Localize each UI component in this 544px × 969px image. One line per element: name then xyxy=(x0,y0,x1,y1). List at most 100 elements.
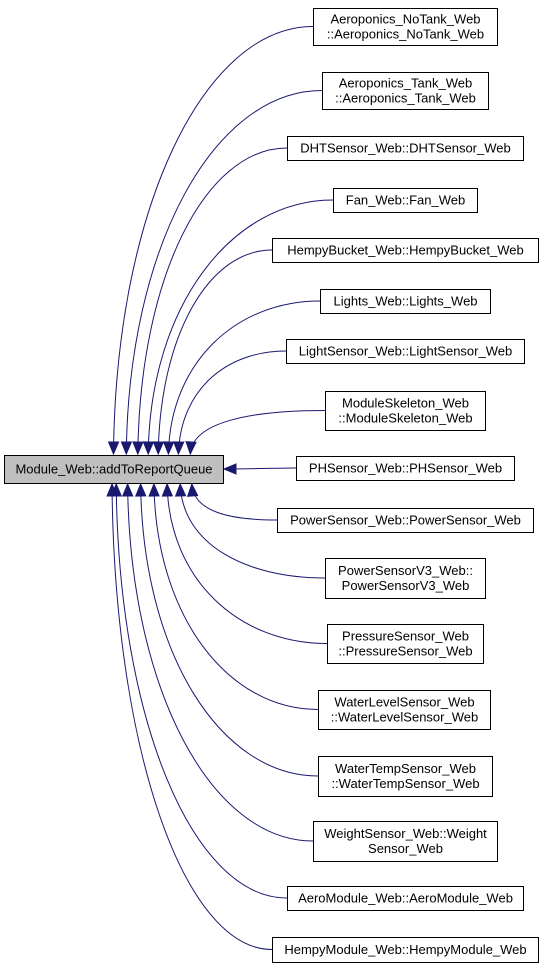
edge-line xyxy=(115,483,288,899)
edge-arrowhead xyxy=(152,441,165,456)
caller-node-moduleskeleton-web-moduleskeleton-web-box xyxy=(325,391,486,431)
caller-node-hempymodule-web-hempymodule-web-label: HempyModule_Web::HempyModule_Web xyxy=(284,942,526,957)
edge-line xyxy=(153,483,319,710)
caller-node-powersensorv3-web-powersensorv3-web[interactable]: PowerSensorV3_Web::PowerSensorV3_Web xyxy=(325,558,486,599)
caller-node-waterlevelsensor-web-waterlevelsensor-web-box xyxy=(318,690,491,730)
caller-node-lights-web-lights-web[interactable]: Lights_Web::Lights_Web xyxy=(320,289,491,314)
caller-node-phsensor-web-phsensor-web-box xyxy=(296,456,515,481)
edge-line xyxy=(125,90,323,455)
edge-arrowhead xyxy=(132,441,144,456)
edge-to-root xyxy=(173,350,287,456)
caller-node-hempymodule-web-hempymodule-web-box xyxy=(272,937,539,963)
caller-node-lightsensor-web-lightsensor-web-box xyxy=(286,339,525,364)
root-node-module-web-addtoreportqueue-label: Module_Web::addToReportQueue xyxy=(15,462,212,477)
edge-to-root xyxy=(162,300,321,456)
caller-node-powersensor-web-powersensor-web-box xyxy=(277,508,534,533)
caller-node-powersensorv3-web-powersensorv3-web-label: PowerSensorV3_Web xyxy=(342,578,470,593)
caller-node-weightsensor-web-weight-sensor-web-label: Sensor_Web xyxy=(368,841,443,856)
edge-line xyxy=(140,483,319,777)
caller-node-powersensor-web-powersensor-web[interactable]: PowerSensor_Web::PowerSensor_Web xyxy=(277,508,534,533)
caller-node-lightsensor-web-lightsensor-web[interactable]: LightSensor_Web::LightSensor_Web xyxy=(286,339,525,364)
caller-node-aeroponics-tank-web-aeroponics-tank-web-label: ::Aeroponics_Tank_Web xyxy=(335,91,476,106)
edge-line xyxy=(137,147,288,455)
caller-node-phsensor-web-phsensor-web[interactable]: PHSensor_Web::PHSensor_Web xyxy=(296,456,515,481)
edge-arrowhead xyxy=(107,441,120,456)
edge-arrowhead xyxy=(173,441,185,456)
edge-arrowhead xyxy=(148,482,160,497)
caller-node-hempybucket-web-hempybucket-web-label: HempyBucket_Web::HempyBucket_Web xyxy=(287,243,524,258)
caller-node-fan-web-fan-web[interactable]: Fan_Web::Fan_Web xyxy=(333,188,478,213)
caller-node-pressuresensor-web-pressuresensor-web-box xyxy=(327,624,484,664)
edge-to-root xyxy=(107,26,314,456)
edge-arrowhead xyxy=(162,441,175,456)
caller-node-moduleskeleton-web-moduleskeleton-web-label: ModuleSkeleton_Web xyxy=(342,396,469,411)
caller-node-hempybucket-web-hempybucket-web[interactable]: HempyBucket_Web::HempyBucket_Web xyxy=(272,238,539,263)
caller-node-aeroponics-notank-web-aeroponics-notank-web-box xyxy=(313,8,498,46)
caller-node-powersensor-web-powersensor-web-label: PowerSensor_Web::PowerSensor_Web xyxy=(290,513,521,528)
edge-to-root xyxy=(120,90,323,456)
edge-to-root xyxy=(142,199,334,456)
edge-to-root xyxy=(152,249,273,456)
edge-to-root xyxy=(161,482,328,644)
edge-line xyxy=(113,26,314,455)
caller-node-lightsensor-web-lightsensor-web-label: LightSensor_Web::LightSensor_Web xyxy=(299,344,512,359)
edge-to-root xyxy=(174,482,326,579)
caller-node-dhtsensor-web-dhtsensor-web-label: DHTSensor_Web::DHTSensor_Web xyxy=(300,141,511,156)
caller-node-aeroponics-notank-web-aeroponics-notank-web-label: Aeroponics_NoTank_Web xyxy=(330,12,480,27)
caller-node-aeromodule-web-aeromodule-web[interactable]: AeroModule_Web::AeroModule_Web xyxy=(287,886,524,911)
caller-node-weightsensor-web-weight-sensor-web[interactable]: WeightSensor_Web::WeightSensor_Web xyxy=(313,821,498,862)
caller-node-dhtsensor-web-dhtsensor-web[interactable]: DHTSensor_Web::DHTSensor_Web xyxy=(287,136,524,161)
caller-node-aeroponics-tank-web-aeroponics-tank-web[interactable]: Aeroponics_Tank_Web::Aeroponics_Tank_Web xyxy=(322,72,489,110)
caller-node-pressuresensor-web-pressuresensor-web-label: ::PressureSensor_Web xyxy=(338,644,472,659)
caller-node-waterlevelsensor-web-waterlevelsensor-web[interactable]: WaterLevelSensor_Web::WaterLevelSensor_W… xyxy=(318,690,491,730)
edge-arrowhead xyxy=(174,482,187,497)
caller-node-weightsensor-web-weight-sensor-web-label: WeightSensor_Web::Weight xyxy=(324,826,487,841)
caller-node-watertempsensor-web-watertempsensor-web-label: WaterTempSensor_Web xyxy=(335,761,476,776)
caller-node-aeroponics-tank-web-aeroponics-tank-web-box xyxy=(322,72,489,110)
caller-node-lights-web-lights-web-box xyxy=(320,289,491,314)
edge-line xyxy=(147,199,334,455)
edges xyxy=(106,26,334,950)
caller-node-pressuresensor-web-pressuresensor-web[interactable]: PressureSensor_Web::PressureSensor_Web xyxy=(327,624,484,664)
caller-node-pressuresensor-web-pressuresensor-web-label: PressureSensor_Web xyxy=(342,629,469,644)
edge-line xyxy=(177,350,287,455)
nodes: Module_Web::addToReportQueue Aeroponics_N… xyxy=(4,8,539,963)
caller-node-watertempsensor-web-watertempsensor-web[interactable]: WaterTempSensor_Web::WaterTempSensor_Web xyxy=(318,756,493,797)
caller-node-watertempsensor-web-watertempsensor-web-label: ::WaterTempSensor_Web xyxy=(331,776,479,791)
edge-line xyxy=(167,300,321,455)
edge-to-root xyxy=(110,482,288,899)
caller-node-phsensor-web-phsensor-web-label: PHSensor_Web::PHSensor_Web xyxy=(309,461,502,476)
caller-node-moduleskeleton-web-moduleskeleton-web[interactable]: ModuleSkeleton_Web::ModuleSkeleton_Web xyxy=(325,391,486,431)
caller-node-aeroponics-notank-web-aeroponics-notank-web-label: ::Aeroponics_NoTank_Web xyxy=(327,27,484,42)
edge-line xyxy=(166,483,328,644)
caller-node-hempymodule-web-hempymodule-web[interactable]: HempyModule_Web::HempyModule_Web xyxy=(272,937,539,963)
caller-node-hempybucket-web-hempybucket-web-box xyxy=(272,238,539,263)
edge-line xyxy=(157,249,273,455)
caller-node-fan-web-fan-web-label: Fan_Web::Fan_Web xyxy=(346,193,465,208)
edge-to-root xyxy=(222,463,297,475)
caller-node-aeroponics-notank-web-aeroponics-notank-web[interactable]: Aeroponics_NoTank_Web::Aeroponics_NoTank… xyxy=(313,8,498,46)
edge-line xyxy=(191,483,278,521)
edge-to-root xyxy=(132,147,288,456)
edge-to-root xyxy=(186,482,278,521)
edge-line xyxy=(189,410,326,455)
caller-node-weightsensor-web-weight-sensor-web-box xyxy=(313,821,498,862)
caller-node-powersensorv3-web-powersensorv3-web-label: PowerSensorV3_Web:: xyxy=(338,563,473,578)
edge-line xyxy=(111,483,273,950)
edge-to-root xyxy=(185,410,326,456)
root-node-module-web-addtoreportqueue[interactable]: Module_Web::addToReportQueue xyxy=(4,455,224,484)
caller-node-waterlevelsensor-web-waterlevelsensor-web-label: WaterLevelSensor_Web xyxy=(334,695,474,710)
edge-arrowhead xyxy=(186,482,199,497)
caller-node-dhtsensor-web-dhtsensor-web-box xyxy=(287,136,524,161)
caller-node-watertempsensor-web-watertempsensor-web-box xyxy=(318,756,493,797)
caller-node-aeromodule-web-aeromodule-web-box xyxy=(287,886,524,911)
edge-arrowhead xyxy=(161,482,174,497)
edge-arrowhead xyxy=(222,463,237,475)
caller-node-aeromodule-web-aeromodule-web-label: AeroModule_Web::AeroModule_Web xyxy=(298,891,513,906)
edge-to-root xyxy=(148,482,319,710)
edge-arrowhead xyxy=(185,441,197,456)
edge-line xyxy=(179,483,326,579)
edge-to-root xyxy=(106,482,273,950)
edge-arrowhead xyxy=(134,482,147,497)
